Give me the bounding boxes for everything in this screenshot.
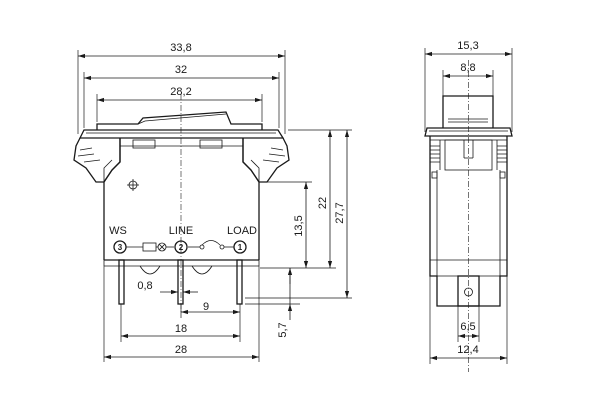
label-line: LINE <box>169 225 193 237</box>
side-dimensions: 15,3 8,8 6,5 12,4 <box>424 40 513 364</box>
side-rocker <box>442 95 494 128</box>
rocker-bezel <box>78 129 285 139</box>
side-clip-right <box>497 145 507 163</box>
top-slot-right <box>199 139 223 149</box>
front-dimensions: 33,8 32 28,2 13,5 22 27,7 0,8 9 <box>77 42 352 362</box>
terminal-3-number: 3 <box>118 243 123 252</box>
scallop-left <box>139 265 161 275</box>
terminal-1-number: 1 <box>238 243 243 252</box>
rocker-actuator <box>96 111 263 130</box>
right-clip-detail <box>250 159 260 182</box>
dim-body-width-value: 32 <box>175 64 187 76</box>
dim-height-27-7-value: 27,7 <box>334 202 346 223</box>
dim-overall-width-value: 33,8 <box>170 42 191 54</box>
contact-right <box>219 244 225 250</box>
switch-contact <box>201 240 221 246</box>
front-view: 3 2 1 WS LINE LOAD <box>73 94 290 312</box>
side-window <box>444 139 493 171</box>
right-clip-hatch <box>262 147 286 163</box>
terminal-2-marker <box>174 240 188 254</box>
label-load: LOAD <box>227 225 257 237</box>
scallop-right <box>191 265 213 275</box>
contact-left <box>199 244 205 250</box>
left-clip-hatch <box>77 147 101 163</box>
terminal-3-marker <box>113 240 127 254</box>
dim-side-rocker-value: 8,8 <box>460 62 475 74</box>
housing-outline <box>103 138 260 260</box>
label-ws: WS <box>109 225 127 237</box>
side-clip-left <box>430 145 440 163</box>
terminal-1-marker <box>233 240 247 254</box>
resistor-symbol <box>142 242 157 252</box>
dim-side-overall-value: 15,3 <box>457 40 478 52</box>
rocker-edge <box>137 113 227 125</box>
dim-base-width-value: 28 <box>175 344 187 356</box>
pin-ws <box>118 259 125 305</box>
top-slot-left <box>132 139 156 149</box>
left-clip-detail <box>103 159 113 182</box>
dim-pin-length-value: 5,7 <box>277 322 289 337</box>
dim-pin-gap-value: 9 <box>203 301 209 313</box>
dim-side-body-value: 12,4 <box>457 344 478 356</box>
side-bezel <box>424 127 513 137</box>
dim-rocker-width-value: 28,2 <box>170 86 191 98</box>
terminal-2-number: 2 <box>179 243 184 252</box>
side-view <box>424 60 513 372</box>
dim-side-pin-value: 6,5 <box>460 321 475 333</box>
dim-height-13-5-value: 13,5 <box>293 215 305 236</box>
dim-pin-span-value: 18 <box>175 323 187 335</box>
pin-load <box>236 259 243 305</box>
dim-pin-thickness-value: 0,8 <box>137 280 152 292</box>
dim-height-22-value: 22 <box>317 197 329 209</box>
pin-line <box>177 259 184 305</box>
